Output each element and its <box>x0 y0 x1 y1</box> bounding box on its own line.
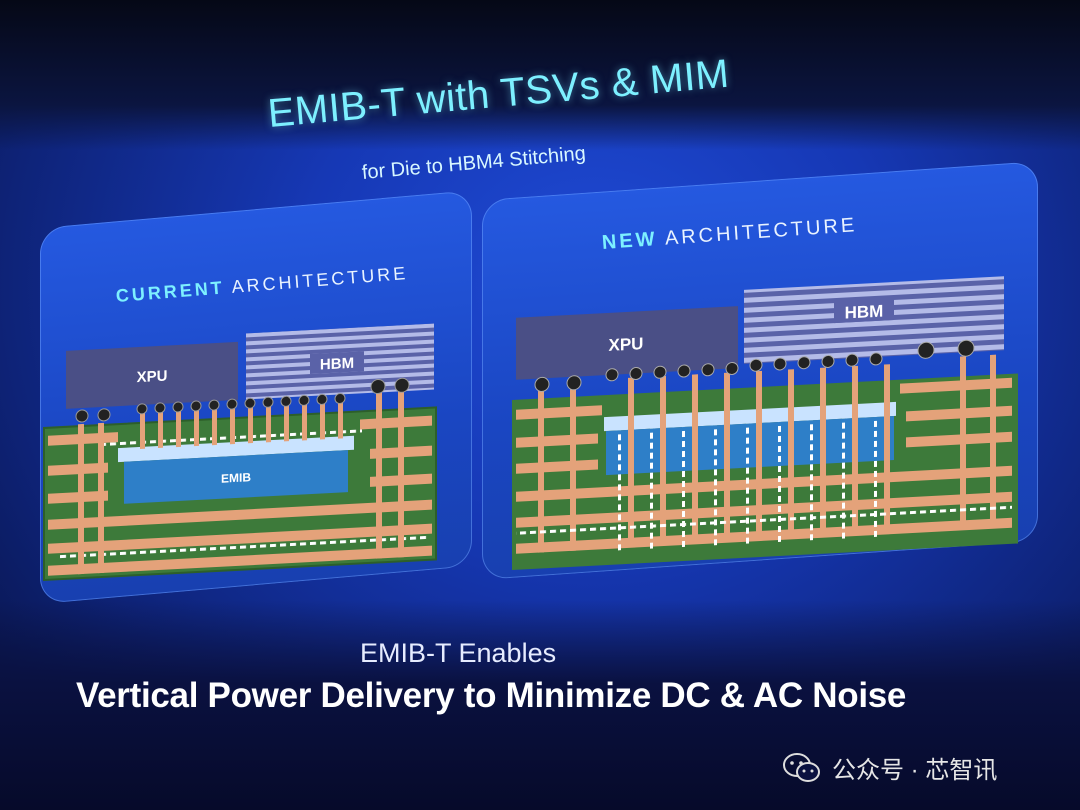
current-xpu-die <box>66 341 238 409</box>
new-xpu-label: XPU <box>609 334 644 355</box>
current-emib-label: EMIB <box>221 470 251 486</box>
current-emib-bridge <box>124 450 348 504</box>
footer-subheading: EMIB-T Enables <box>360 638 557 668</box>
slide-lower-shadow <box>0 600 1080 810</box>
current-hbm-label: HBM <box>320 355 354 374</box>
current-xpu-label: XPU <box>137 368 168 387</box>
watermark-text: 公众号 · 芯智讯 <box>832 757 998 784</box>
wechat-icon <box>783 752 820 782</box>
new-hbm-label: HBM <box>845 302 884 323</box>
watermark: 公众号 · 芯智讯 <box>782 750 997 785</box>
stage-ceiling <box>0 0 1080 150</box>
new-xpu-die <box>516 306 738 380</box>
footer-headline: Vertical Power Delivery to Minimize DC &… <box>76 676 907 715</box>
